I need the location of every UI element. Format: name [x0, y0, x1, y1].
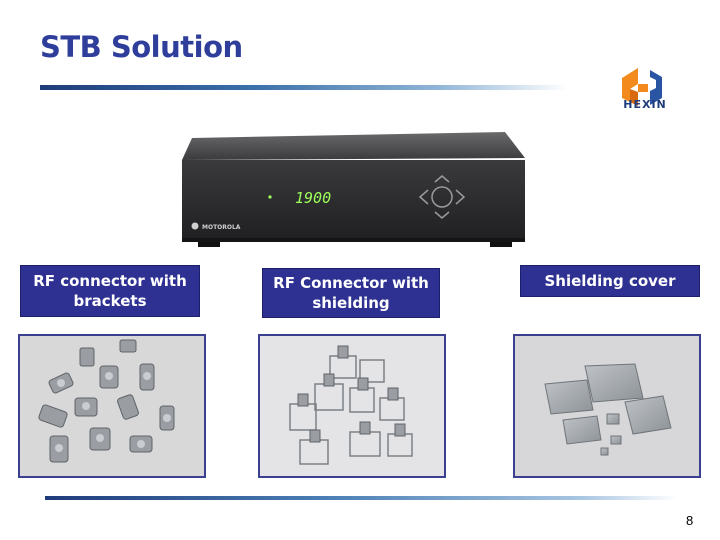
label-rf-connector-shielding: RF Connector with shielding	[262, 268, 440, 318]
footer-rule	[45, 496, 677, 500]
photo-shielding-cover	[513, 334, 701, 478]
page-number: 8	[686, 513, 694, 528]
stb-display-text: 1900	[295, 189, 331, 207]
stb-brand-text: MOTOROLA	[202, 224, 241, 231]
photo-rf-connectors-shielding	[258, 334, 446, 478]
label-rf-connector-brackets: RF connector with brackets	[20, 265, 200, 317]
photo-rf-connectors-brackets	[18, 334, 206, 478]
label-shielding-cover: Shielding cover	[520, 265, 700, 297]
slide-title: STB Solution	[40, 30, 243, 64]
hexin-logo-icon	[622, 68, 662, 106]
set-top-box-image: 1900 MOTOROLA	[182, 132, 525, 247]
logo-text: HEXIN	[623, 98, 667, 111]
title-underline	[40, 85, 568, 90]
